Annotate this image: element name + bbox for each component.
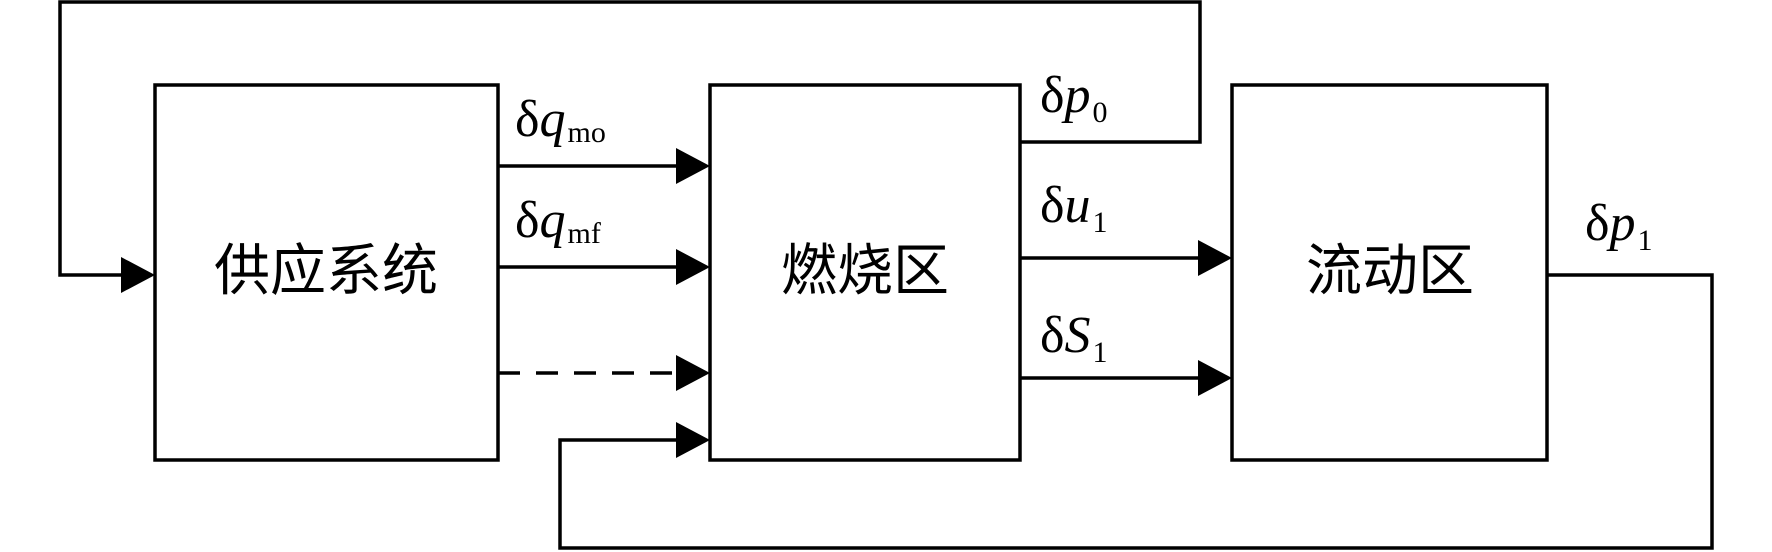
p-0-feedback-line: [58, 0, 1202, 277]
q-mf-arrowhead: [676, 249, 710, 285]
supply-system-block: 供应系统: [153, 83, 500, 462]
q-mo-connection: [498, 148, 710, 184]
combustion-zone-label: 燃烧区: [781, 239, 949, 304]
signal-label-p-0: δp0: [1040, 67, 1108, 129]
signal-label-u-1: δu1: [1040, 177, 1108, 239]
q-mf-connection: [498, 249, 710, 285]
s-1-arrowhead: [1198, 360, 1232, 396]
signal-label-p-1: δp1: [1585, 195, 1653, 257]
p-1-feedback-arrowhead: [676, 422, 710, 458]
dashed-arrowhead: [676, 355, 710, 391]
q-mo-arrowhead: [676, 148, 710, 184]
supply-system-label: 供应系统: [214, 239, 438, 304]
u-1-connection: [1020, 240, 1232, 276]
p-0-feedback-connection: [58, 0, 1202, 293]
s-1-connection: [1020, 360, 1232, 396]
p-0-feedback-arrowhead: [121, 257, 155, 293]
p-1-feedback-connection: [558, 273, 1714, 550]
flow-zone-label: 流动区: [1306, 239, 1474, 304]
flow-zone-block: 流动区: [1230, 83, 1549, 462]
u-1-arrowhead: [1198, 240, 1232, 276]
signal-label-q-mo: δqmo: [515, 91, 606, 149]
p-1-feedback-line: [558, 273, 1714, 550]
signal-label-q-mf: δqmf: [515, 192, 601, 250]
combustion-zone-block: 燃烧区: [708, 83, 1022, 462]
dashed-connection: [498, 355, 710, 391]
signal-label-s-1: δS1: [1040, 307, 1108, 369]
